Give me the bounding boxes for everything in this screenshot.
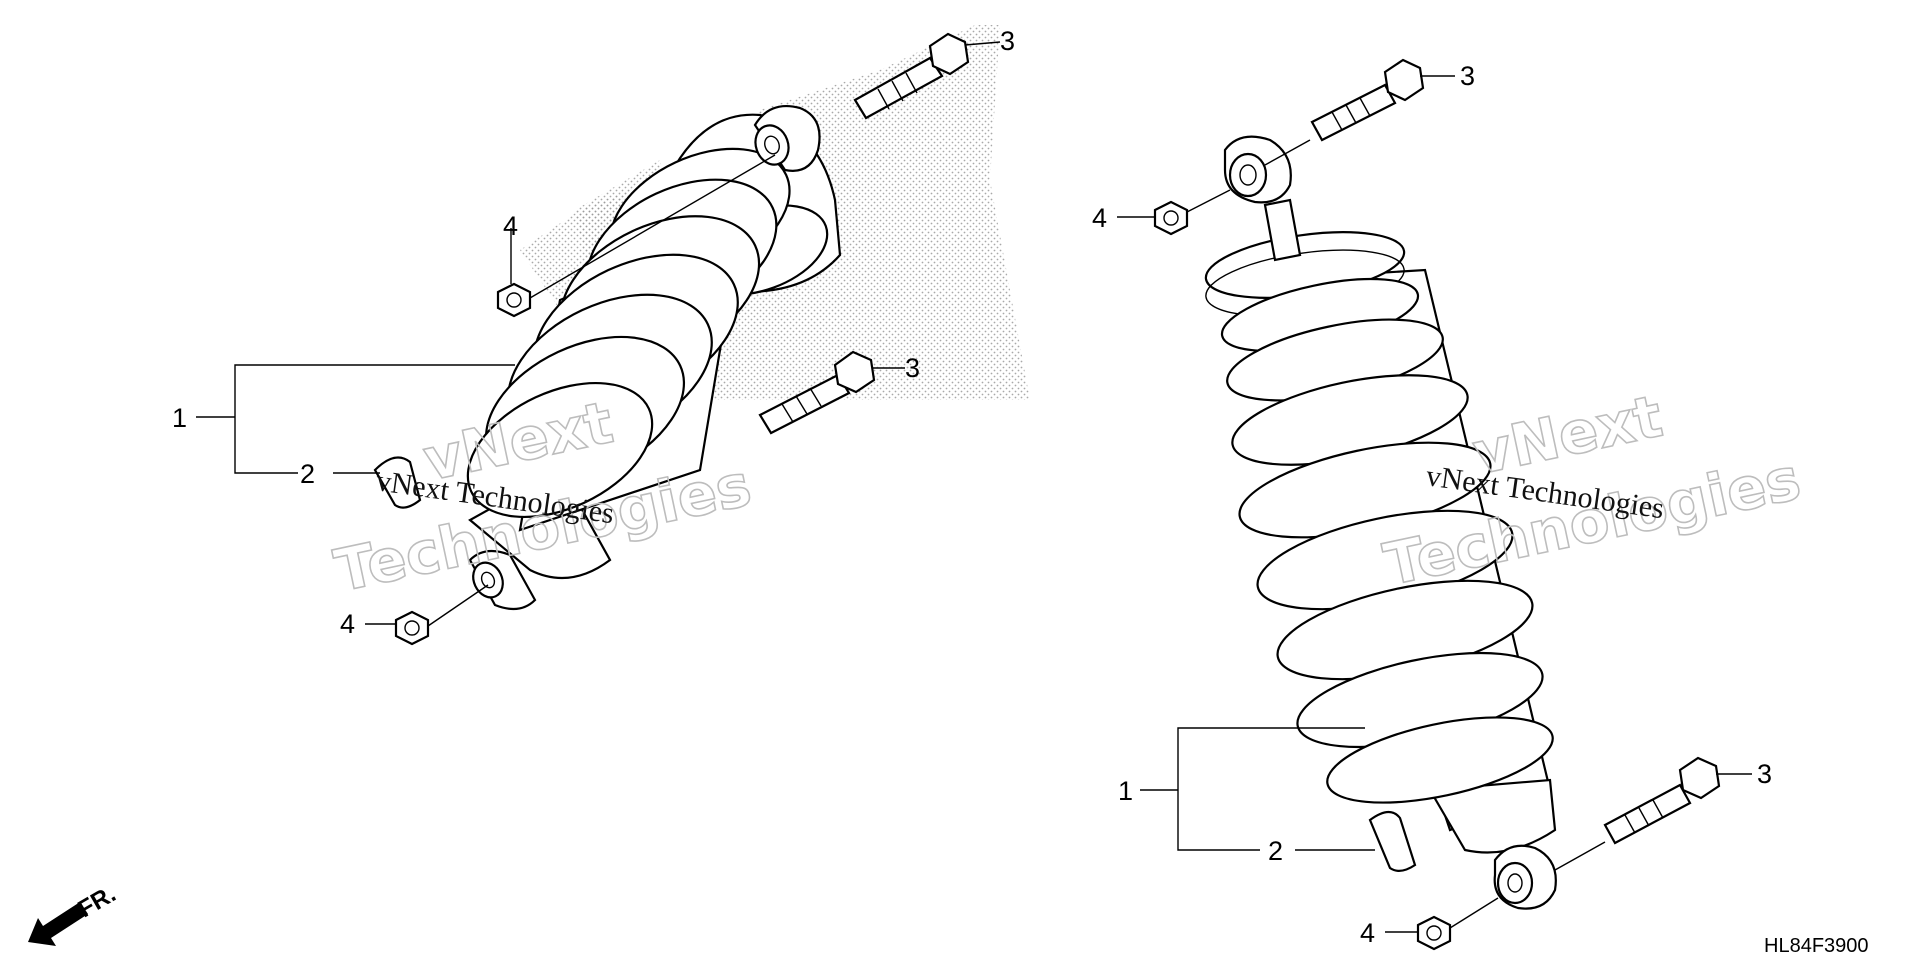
callout-3-left-lower: 3	[905, 353, 920, 383]
callout-4-left-upper: 4	[503, 211, 518, 241]
left-shock-assembly	[365, 25, 1030, 646]
right-upper-eye	[1223, 135, 1302, 262]
left-spring	[466, 147, 791, 519]
right-lower-bolt	[1554, 756, 1752, 871]
right-upper-bolt	[1264, 58, 1455, 166]
callout-2-right: 2	[1268, 836, 1283, 866]
right-label-sticker	[1368, 810, 1417, 872]
callout-2-left: 2	[300, 459, 315, 489]
right-lower-nut	[1385, 897, 1499, 951]
callout-4-right-lower: 4	[1360, 918, 1375, 948]
callout-1-right: 1	[1118, 776, 1133, 806]
drawing-code: HL84F3900	[1764, 935, 1869, 957]
left-upper-bolt	[853, 32, 1001, 120]
left-label-sticker	[373, 456, 422, 509]
right-shock-assembly	[1117, 58, 1752, 951]
right-callout-lines	[1140, 727, 1375, 851]
callout-3-right-upper: 3	[1460, 61, 1475, 91]
callout-1-left: 1	[172, 403, 187, 433]
left-lower-eye	[468, 549, 537, 611]
callout-3-left-upper: 3	[1000, 26, 1015, 56]
left-upper-nut	[496, 154, 776, 318]
right-upper-nut	[1117, 189, 1231, 236]
left-lower-bolt	[758, 350, 905, 435]
left-upper-eye	[753, 104, 821, 172]
left-lower-nut	[365, 584, 489, 646]
callout-4-right-upper: 4	[1092, 203, 1107, 233]
callout-4-left-lower: 4	[340, 609, 355, 639]
callout-3-right-lower: 3	[1757, 759, 1772, 789]
front-direction-arrow: FR.	[28, 880, 120, 946]
right-spring	[1220, 277, 1554, 804]
right-lower-eye	[1493, 844, 1557, 910]
left-callout-lines	[196, 364, 515, 474]
